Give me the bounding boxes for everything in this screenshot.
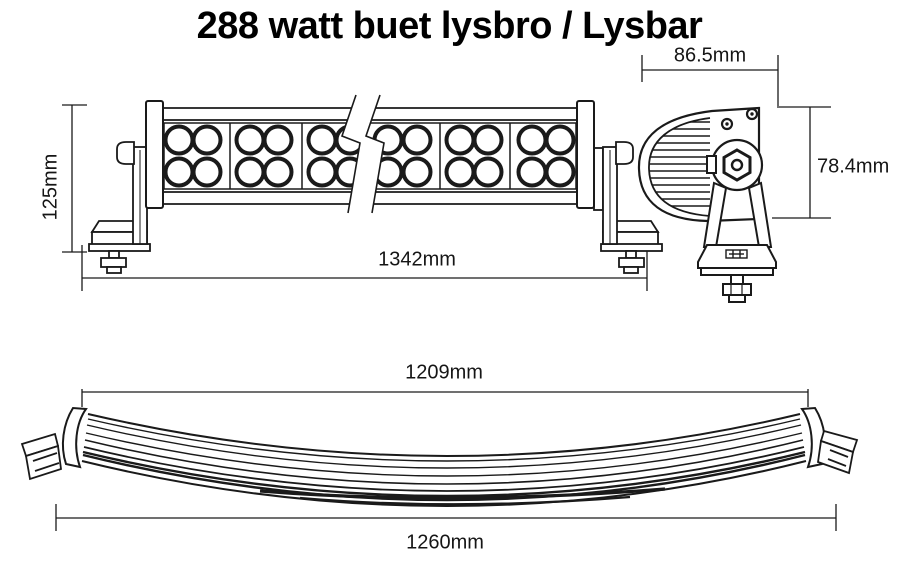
pivot-hub <box>706 138 764 192</box>
side-width-dimension <box>641 55 779 106</box>
front-view <box>62 94 663 291</box>
break-symbol <box>340 94 385 214</box>
side-view <box>637 55 831 303</box>
front-left-bracket <box>88 141 151 274</box>
led-grid <box>163 124 576 188</box>
front-right-bracket <box>593 141 663 274</box>
front-end-caps <box>145 100 595 209</box>
side-height-dimension <box>772 106 831 219</box>
curved-view <box>20 389 859 531</box>
side-width-label: 86.5mm <box>673 44 747 67</box>
front-height-label: 125mm <box>39 153 62 221</box>
curved-inner-length-label: 1209mm <box>405 361 483 384</box>
housing-screws <box>720 107 759 131</box>
side-housing <box>637 106 761 223</box>
side-bracket <box>697 181 777 303</box>
curved-inner-dimension <box>81 389 809 407</box>
curved-left-bracket <box>20 432 62 481</box>
front-height-dimension <box>62 104 87 253</box>
curved-outer-dimension <box>55 504 837 531</box>
front-length-dimension <box>81 236 648 291</box>
curved-outer-length-label: 1260mm <box>406 531 484 554</box>
curved-right-bracket <box>817 429 859 475</box>
side-height-label: 78.4mm <box>817 155 890 178</box>
page-title: 288 watt buet lysbro / Lysbar <box>196 5 703 47</box>
front-length-label: 1342mm <box>378 248 456 271</box>
curved-bar-profile <box>81 413 807 507</box>
